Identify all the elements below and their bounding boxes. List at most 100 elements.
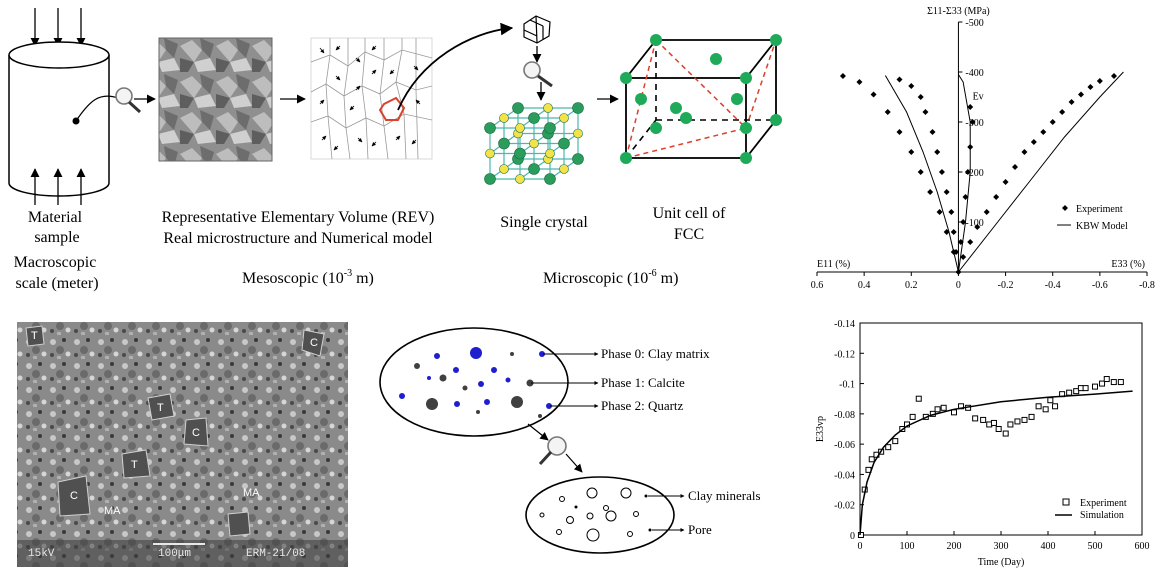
data-point xyxy=(993,194,1000,200)
data-point xyxy=(929,129,936,135)
legend-marker xyxy=(1062,205,1068,211)
y-tick-label: -100 xyxy=(965,218,983,229)
material-sample-cylinder xyxy=(8,8,119,205)
y-tick-label: -300 xyxy=(965,118,983,129)
data-point xyxy=(856,79,863,85)
lattice-atom xyxy=(499,113,509,123)
data-point xyxy=(922,109,929,115)
y-tick-label: -500 xyxy=(965,18,983,29)
data-point xyxy=(1040,129,1047,135)
lattice-atom xyxy=(484,122,496,134)
y-tick-label: -0.08 xyxy=(834,410,855,421)
data-point xyxy=(896,76,903,83)
data-point xyxy=(1002,430,1009,437)
lattice-atom xyxy=(528,112,540,124)
x-tick-label: 200 xyxy=(947,541,962,552)
x-axis-label: Time (Day) xyxy=(978,557,1025,568)
lattice-atom xyxy=(528,163,540,175)
data-point xyxy=(972,415,979,422)
data-point xyxy=(951,409,957,416)
rev-title-line1: Representative Elementary Volume (REV) xyxy=(162,209,435,226)
data-point xyxy=(960,219,967,225)
data-point xyxy=(1068,99,1075,105)
data-point xyxy=(1092,383,1098,390)
x-tick-label: -0.2 xyxy=(998,280,1014,291)
y-axis-label: E33vp xyxy=(815,416,826,442)
load-arrows-top xyxy=(30,8,86,47)
data-point xyxy=(857,532,864,538)
data-point xyxy=(964,169,971,175)
legend-label: KBW Model xyxy=(1076,221,1128,232)
x-tick-label: 300 xyxy=(994,541,1009,552)
sem-label: C xyxy=(310,337,318,349)
data-point xyxy=(934,406,941,413)
data-point xyxy=(990,419,997,426)
lattice-atom xyxy=(529,138,539,149)
data-point xyxy=(1087,84,1094,90)
single-crystal-label: Single crystal xyxy=(500,214,588,231)
model-line xyxy=(958,71,1124,273)
lattice-atom xyxy=(572,102,584,114)
unit-cell-line2: FCC xyxy=(674,226,704,243)
lattice-atom xyxy=(499,164,509,174)
sem-footer-right: ERM-21/08 xyxy=(246,548,305,560)
pore-label: Pore xyxy=(688,522,712,537)
lattice-atom xyxy=(543,103,553,113)
sem-label: MA xyxy=(243,487,260,499)
arrow-to-magnifier xyxy=(527,423,549,441)
voronoi-numerical-model xyxy=(310,37,433,160)
data-point xyxy=(1096,78,1103,84)
data-point xyxy=(1047,397,1054,404)
x-tick-label: 0.6 xyxy=(811,280,824,291)
data-point xyxy=(940,404,947,411)
data-point xyxy=(868,456,875,463)
data-point xyxy=(936,209,943,215)
x-axis-label-left: E11 (%) xyxy=(817,259,850,270)
y-tick-label: 0 xyxy=(850,531,855,542)
single-crystal-lattice xyxy=(484,102,584,185)
rev-phase-ellipse: Phase 0: Clay matrix Phase 1: Calcite Ph… xyxy=(379,327,710,437)
data-point xyxy=(896,129,903,135)
x-tick-label: -0.4 xyxy=(1045,280,1061,291)
phase0-label: Phase 0: Clay matrix xyxy=(601,346,710,361)
data-point xyxy=(917,94,924,100)
y-tick-label: -0.1 xyxy=(839,380,855,391)
sem-label: MA xyxy=(104,505,121,517)
data-point xyxy=(909,413,916,420)
data-point xyxy=(1052,403,1059,410)
crystal-grain-icon xyxy=(523,15,551,44)
legend-marker xyxy=(1062,498,1070,506)
lattice-atom xyxy=(559,164,569,174)
load-arrows-bottom xyxy=(30,168,86,205)
legend-label: Experiment xyxy=(1080,498,1127,509)
data-point xyxy=(1035,403,1042,410)
data-point xyxy=(948,209,955,215)
data-point xyxy=(1111,73,1117,79)
lattice-atom xyxy=(498,137,510,150)
lattice-atom xyxy=(512,102,524,114)
data-point xyxy=(908,83,915,89)
y-tick-label: -200 xyxy=(965,168,983,179)
lattice-atom xyxy=(485,148,495,159)
data-point xyxy=(1082,385,1089,392)
legend-label: Simulation xyxy=(1080,510,1124,521)
data-point xyxy=(967,239,974,245)
arrow-to-clay xyxy=(565,453,583,473)
data-point xyxy=(1014,418,1021,425)
data-point xyxy=(908,149,915,155)
lattice-atom xyxy=(559,113,569,123)
x-tick-label: 100 xyxy=(900,541,915,552)
data-point xyxy=(969,119,976,125)
data-point xyxy=(960,254,967,260)
legend-label: Experiment xyxy=(1076,204,1123,215)
rev-title-line2: Real microstructure and Numerical model xyxy=(163,230,433,247)
sem-label: T xyxy=(131,459,138,471)
data-point xyxy=(1042,406,1049,413)
data-point xyxy=(995,426,1002,432)
x-tick-label: 600 xyxy=(1135,541,1150,552)
phase2-label: Phase 2: Quartz xyxy=(601,398,684,413)
mesoscopic-label: Mesoscopic (10-3 m) xyxy=(242,268,374,287)
